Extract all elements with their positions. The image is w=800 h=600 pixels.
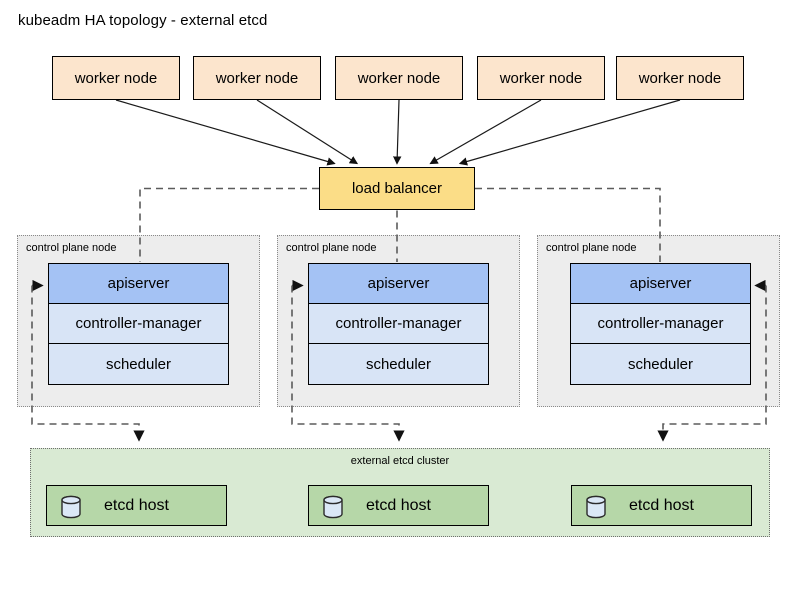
worker-label: worker node bbox=[638, 69, 722, 87]
node-worker-1: worker node bbox=[52, 56, 180, 100]
worker-label: worker node bbox=[357, 69, 441, 87]
dashed-arrow-apiserver1-to-etcd bbox=[31, 285, 145, 442]
dashed-arrow-apiserver2-to-etcd bbox=[291, 285, 405, 442]
control-plane-label: control plane node bbox=[286, 242, 377, 254]
node-etcd-host-1: etcd host bbox=[46, 485, 227, 526]
node-apiserver: apiserver bbox=[571, 264, 750, 304]
worker-to-lb-arrows bbox=[115, 99, 681, 166]
node-controller-manager: controller-manager bbox=[309, 304, 488, 344]
load-balancer-label: load balancer bbox=[351, 180, 443, 197]
node-load-balancer: load balancer bbox=[319, 167, 475, 210]
node-scheduler: scheduler bbox=[571, 344, 750, 384]
worker-label: worker node bbox=[74, 69, 158, 87]
node-controller-manager: controller-manager bbox=[49, 304, 228, 344]
node-scheduler: scheduler bbox=[49, 344, 228, 384]
control-plane-2-components: apiserver controller-manager scheduler bbox=[308, 263, 489, 385]
etcd-cluster-label: external etcd cluster bbox=[350, 455, 450, 467]
dashed-lb-to-apiserver1 bbox=[139, 187, 319, 262]
arrow-worker4-to-lb bbox=[429, 99, 542, 165]
arrow-worker2-to-lb bbox=[256, 99, 359, 165]
node-scheduler: scheduler bbox=[309, 344, 488, 384]
database-cylinder-icon bbox=[61, 495, 81, 519]
control-plane-label: control plane node bbox=[26, 242, 117, 254]
lb-to-apiserver-links bbox=[139, 187, 661, 262]
arrow-worker1-to-lb bbox=[115, 99, 336, 166]
node-apiserver: apiserver bbox=[49, 264, 228, 304]
arrow-worker5-to-lb bbox=[458, 99, 681, 166]
etcd-host-label: etcd host bbox=[629, 496, 694, 514]
node-worker-5: worker node bbox=[616, 56, 744, 100]
control-plane-1-components: apiserver controller-manager scheduler bbox=[48, 263, 229, 385]
worker-label: worker node bbox=[499, 69, 583, 87]
database-cylinder-icon bbox=[586, 495, 606, 519]
node-worker-2: worker node bbox=[193, 56, 321, 100]
control-plane-3-components: apiserver controller-manager scheduler bbox=[570, 263, 751, 385]
etcd-host-label: etcd host bbox=[104, 496, 169, 514]
etcd-host-label: etcd host bbox=[366, 496, 431, 514]
node-worker-4: worker node bbox=[477, 56, 605, 100]
node-worker-3: worker node bbox=[335, 56, 463, 100]
dashed-lb-to-apiserver3 bbox=[475, 187, 661, 262]
database-cylinder-icon bbox=[323, 495, 343, 519]
control-plane-label: control plane node bbox=[546, 242, 637, 254]
diagram-title: kubeadm HA topology - external etcd bbox=[18, 12, 268, 29]
node-controller-manager: controller-manager bbox=[571, 304, 750, 344]
node-apiserver: apiserver bbox=[309, 264, 488, 304]
worker-label: worker node bbox=[215, 69, 299, 87]
node-etcd-host-3: etcd host bbox=[571, 485, 752, 526]
apiserver-etcd-links bbox=[31, 279, 767, 442]
node-etcd-host-2: etcd host bbox=[308, 485, 489, 526]
arrow-worker3-to-lb bbox=[393, 99, 402, 165]
